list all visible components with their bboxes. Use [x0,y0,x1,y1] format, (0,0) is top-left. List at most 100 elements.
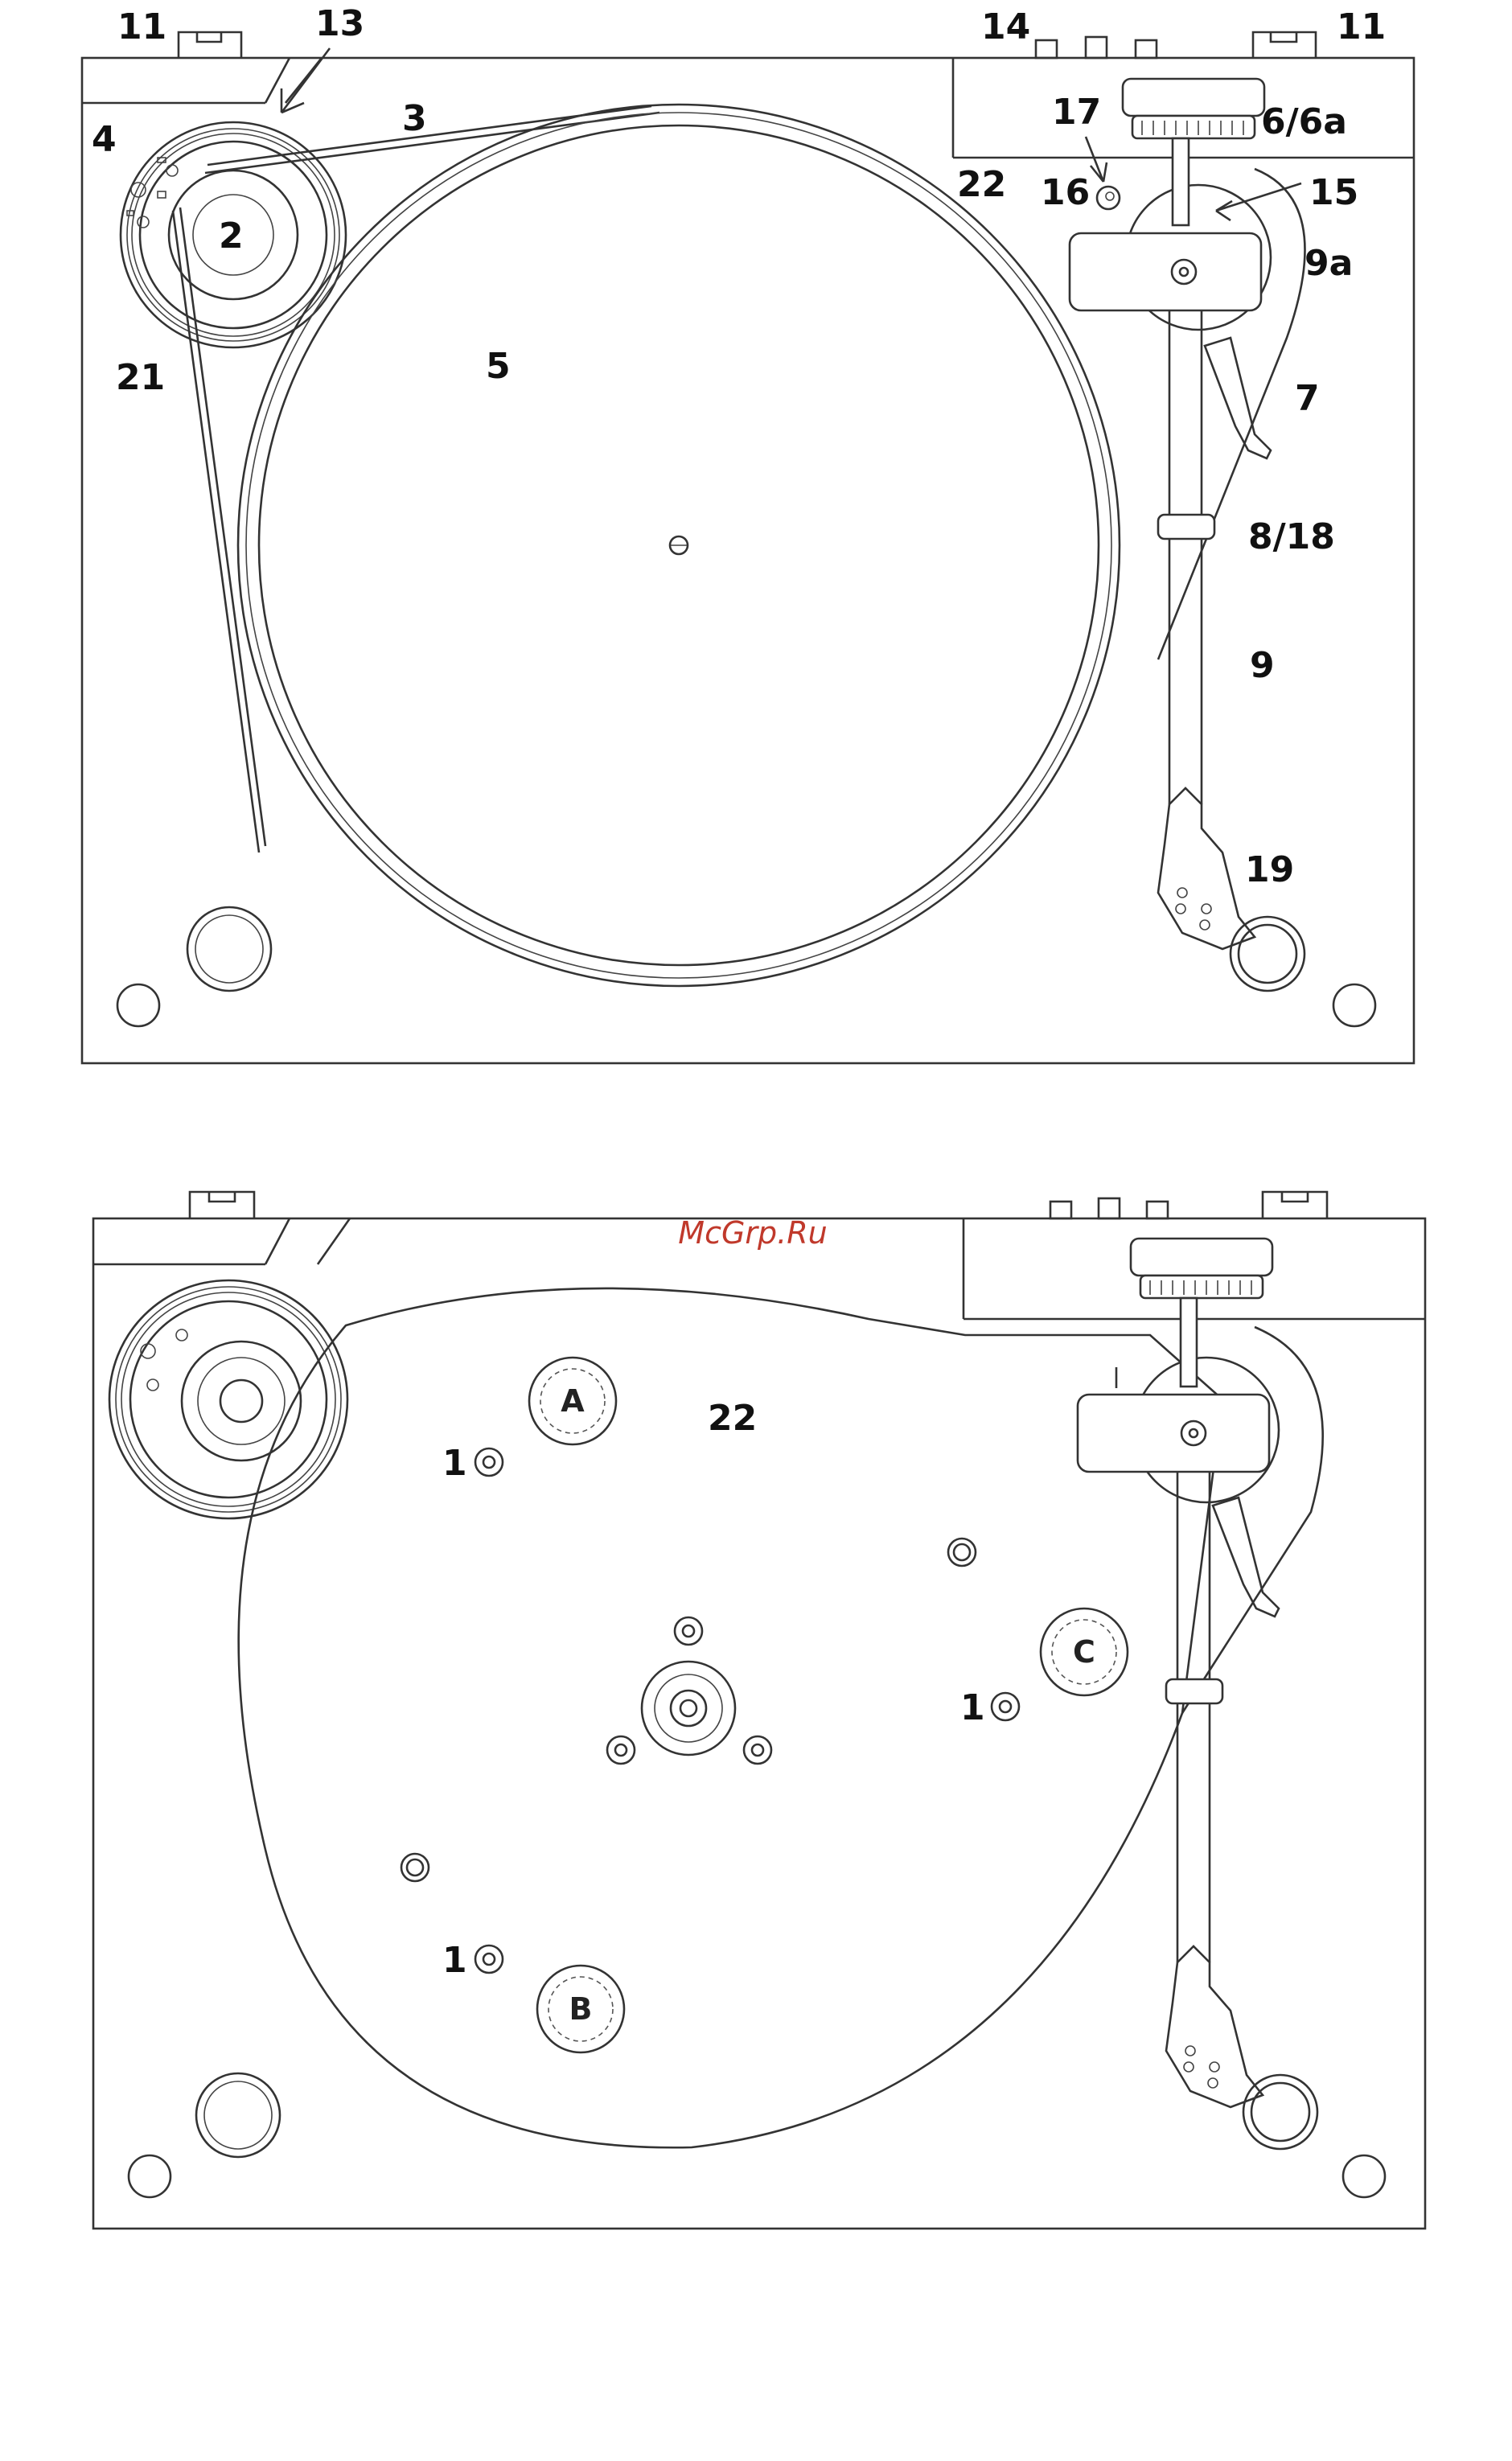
top-arm-pivot-block [1070,233,1261,310]
top-arm-shaft-rear [1173,138,1189,225]
bottom-arm-rest-inner [1251,2083,1309,2141]
top-foot-small-left [117,984,159,1026]
label-2: 2 [219,216,244,257]
bottom-hole-1-outer [948,1539,976,1566]
watermark: McGrp.Ru [678,1215,827,1251]
bottom-bearing-screw-right-outer [744,1736,771,1764]
top-connector-3 [1136,40,1157,58]
label-8-18: 8/18 [1248,516,1335,557]
label-21: 21 [116,357,165,398]
top-antiskate-center [1106,192,1114,200]
bottom-belt-slot [265,1218,350,1264]
bottom-foot-large-inner [204,2081,272,2149]
label-17: 17 [1052,92,1101,133]
bottom-pulley-outer [182,1341,301,1461]
bottom-rear-tab-right [1263,1192,1327,1218]
top-tonearm-tube [1169,310,1202,804]
bottom-pulley-mid [198,1358,285,1444]
label-9a: 9a [1305,243,1353,284]
bottom-arm-shaft-rear [1181,1298,1197,1387]
label-4: 4 [92,119,117,160]
bottom-screw-2-outer [475,1945,503,1973]
top-turntable-diagram: 11 13 14 11 4 3 17 6/6a 22 16 15 2 9a 21… [82,3,1414,1063]
bottom-motor-housing-outer [109,1280,347,1518]
label-9: 9 [1250,645,1275,686]
bottom-foot-small-right [1343,2155,1385,2197]
top-arm-rest-ring [1231,917,1305,991]
label-1-bottom-left: 1 [442,1940,467,1981]
bottom-speed-led-icon-2 [147,1379,158,1391]
label-19: 19 [1245,849,1294,890]
bottom-bearing-screw-right-inner [752,1744,763,1756]
bottom-bearing-inner [671,1691,706,1726]
bottom-arm-lift-lever [1213,1498,1279,1617]
bottom-headshell [1166,1946,1263,2107]
label-22-bottom: 22 [708,1398,757,1439]
top-connector-2 [1086,37,1107,58]
bottom-counterweight-top [1131,1239,1272,1276]
bottom-foot-small-left [129,2155,171,2197]
label-22: 22 [957,164,1006,205]
bottom-bearing-outer [642,1662,735,1755]
bottom-connector-2 [1099,1198,1120,1218]
label-11-left: 11 [117,6,166,47]
top-speed-led-icon-2 [138,216,149,228]
bottom-screw-3-outer [992,1693,1019,1720]
top-speed-led-icon [166,165,178,176]
bottom-arm-pivot-block [1078,1395,1269,1472]
top-arm-lift-lever [1205,338,1271,458]
bottom-speed-led-icon [176,1329,187,1341]
label-13: 13 [315,3,364,44]
bottom-bearing-core [680,1700,696,1716]
top-rear-tab-left [179,32,241,58]
bottom-bearing-screw-top-outer [675,1617,702,1645]
label-14: 14 [981,6,1030,47]
top-counterweight-body [1132,116,1255,138]
bottom-hole-2-outer [401,1854,429,1881]
bottom-hole-2-inner [407,1859,423,1876]
label-16: 16 [1041,172,1090,213]
bottom-counterweight-body [1140,1276,1263,1298]
top-foot-small-right [1333,984,1375,1026]
bottom-screw-3-inner [1000,1701,1011,1712]
bottom-foot-large-outer [196,2073,280,2157]
bottom-pulley-inner [220,1380,262,1422]
top-antiskate-knob [1097,187,1120,209]
label-1-top-left: 1 [442,1443,467,1484]
label-7: 7 [1295,378,1320,419]
label-6-6a: 6/6a [1261,101,1347,142]
label-15: 15 [1309,172,1358,213]
bottom-screw-2-inner [483,1954,495,1965]
label-11-right: 11 [1337,6,1386,47]
label-3: 3 [402,98,427,139]
bottom-hole-1-inner [954,1544,970,1560]
bottom-turntable-diagram: A B C [93,1192,1425,2229]
bottom-bearing-mid [655,1674,722,1742]
bottom-motor-housing-ring2 [121,1292,335,1506]
top-counterweight-top [1123,79,1264,116]
top-speed-button-icon [131,183,146,197]
bottom-arm-base-outline [1182,1327,1323,1713]
bottom-bearing-screw-left-inner [615,1744,627,1756]
top-arrow-15 [1216,183,1301,220]
top-arm-collar [1158,515,1214,539]
top-foot-large-inner [195,915,263,983]
bottom-connector-1 [1050,1202,1071,1218]
label-5: 5 [486,346,511,387]
bottom-bearing-screw-left-outer [607,1736,635,1764]
label-b: B [569,1991,593,2027]
bottom-screw-1-outer [475,1448,503,1476]
top-speed-mark-2 [158,191,166,198]
bottom-arm-collar [1166,1679,1222,1703]
bottom-rear-tab-left [190,1192,254,1218]
label-a: A [561,1383,585,1419]
top-headshell [1158,788,1255,949]
top-foot-large-outer [187,907,271,991]
bottom-arm-rest-ring [1243,2075,1317,2149]
top-arm-rest-inner [1239,925,1296,983]
bottom-motor-housing-inner [130,1301,327,1498]
top-rear-tab-right [1253,32,1316,58]
top-connector-1 [1036,40,1057,58]
bottom-motor-housing-ring [116,1287,341,1512]
